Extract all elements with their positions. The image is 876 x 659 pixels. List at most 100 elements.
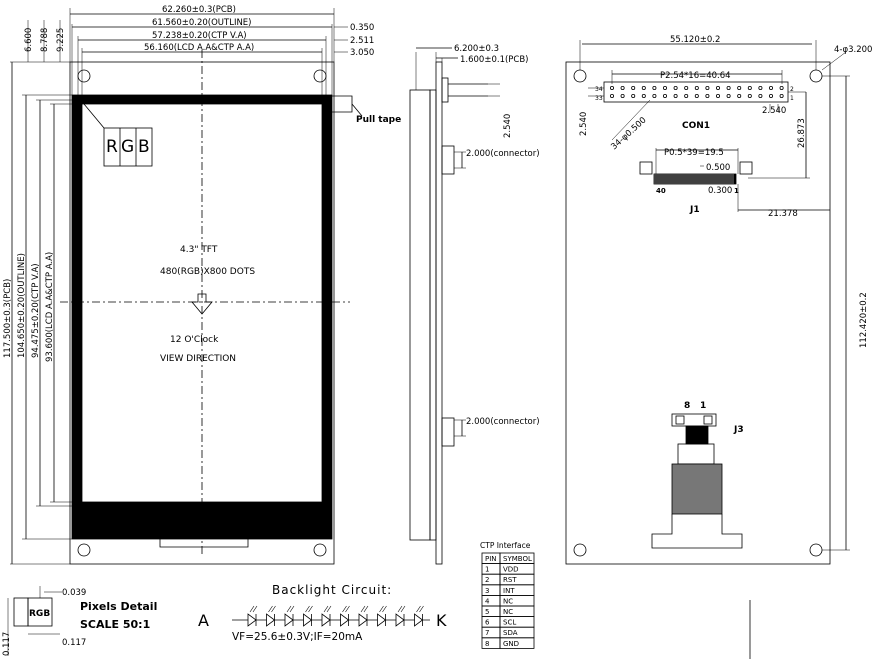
pull-tape-leader (351, 103, 363, 117)
view-direction-arrow-icon (191, 293, 213, 315)
pull-tape-label: Pull tape (356, 115, 401, 125)
back-view: 55.120±0.2 4-φ3.200 P2.54*16=40.64 34 33… (565, 35, 872, 565)
back-hole-br (809, 543, 823, 557)
con1-pins (610, 86, 784, 99)
dim-0350: 0.350 (350, 23, 374, 33)
j1-anchor-right (739, 161, 753, 175)
led-diode-icon (414, 613, 424, 627)
con1-pin (737, 94, 742, 99)
ctp-symbol: INT (503, 587, 515, 595)
view-direction-label: VIEW DIRECTION (160, 354, 236, 364)
ctp-pin: 1 (485, 566, 489, 574)
j3-pins (685, 425, 709, 445)
rgb-box (103, 127, 153, 167)
front-hole-br (313, 543, 327, 557)
dim-connector-2: 2.000(connector) (466, 417, 540, 427)
ctp-symbol: SCL (503, 619, 516, 627)
led-diode-icon (358, 613, 368, 627)
back-hole-tl (573, 69, 587, 83)
dim-pin-dia: 34-φ0.500 (609, 115, 648, 152)
j1-pins (654, 174, 734, 184)
tft-resolution: 480(RGB)X800 DOTS (160, 267, 255, 277)
con1-pin (652, 94, 657, 99)
con1-pin (631, 94, 636, 99)
pixels-detail: RGB 0.039 0.117 0.117 Pixels Detail SCAL… (2, 586, 157, 656)
dim-outline-height: 104.650±0.20(OUTLINE) (17, 253, 27, 358)
con1-pin (610, 86, 615, 91)
ctp-pin: 4 (485, 597, 490, 605)
con1-label: CON1 (682, 121, 710, 131)
dim-back-width: 55.120±0.2 (670, 35, 720, 45)
pixel-scale: SCALE 50:1 (80, 618, 150, 631)
dim-8788: 8.788 (40, 28, 50, 52)
led-emission-icon (360, 605, 369, 613)
backlight-cathode: K (436, 611, 447, 630)
j3-pin-1: 1 (700, 401, 706, 411)
j3-tab-r (703, 415, 713, 425)
pixel-dim-top: 0.039 (62, 588, 86, 598)
led-emission-icon (397, 605, 406, 613)
rgb-b: B (138, 137, 150, 157)
hole-leader (821, 51, 847, 71)
pin-dia-leader (611, 99, 651, 141)
ctp-title: CTP Interface (480, 541, 531, 550)
led-emission-icon (416, 605, 424, 613)
j1-pin-40: 40 (656, 187, 666, 195)
dim-3050: 3.050 (350, 48, 374, 58)
pixel-dim-bottom: 0.117 (62, 638, 86, 648)
dim-back-height: 112.420±0.2 (859, 292, 869, 348)
con1-pin (779, 94, 784, 99)
led-emission-icon (305, 605, 313, 613)
led-emission-icon (379, 605, 387, 613)
con1-pin (684, 94, 689, 99)
led-row (247, 605, 424, 627)
led-diode-icon (303, 613, 313, 627)
dim-ctp-width: 57.238±0.20(CTP V.A) (152, 31, 247, 41)
ctp-symbol: VDD (503, 566, 519, 574)
j1-label: J1 (689, 205, 700, 215)
led-emission-icon (286, 605, 295, 613)
dim-holes: 4-φ3.200 (834, 45, 872, 55)
con1-pin (769, 94, 774, 99)
rgb-leader (83, 103, 105, 129)
pixel-title: Pixels Detail (80, 600, 157, 613)
side-connector-1 (441, 145, 455, 175)
front-hole-bl (77, 543, 91, 557)
con1-pin (737, 86, 742, 91)
con1-pin (641, 86, 646, 91)
pull-tape-shape (332, 95, 353, 113)
side-view: 6.200±0.3 1.600±0.1(PCB) 2.540 2.000(con… (409, 44, 540, 565)
ctp-pin: 7 (485, 629, 489, 637)
led-diode-icon (340, 613, 350, 627)
dim-lcd-height: 93.600(LCD A.A&CTP A.A) (45, 252, 55, 362)
dim-outline-width: 61.560±0.20(OUTLINE) (152, 18, 252, 28)
front-bottom-tab (159, 539, 249, 548)
con1-pin (716, 94, 721, 99)
con1-pin (663, 94, 668, 99)
led-diode-icon (377, 613, 387, 627)
con1-pin (684, 86, 689, 91)
front-view: Pull tape R G B 4.3" TFT 480(RGB)X800 DO… (3, 5, 401, 565)
j3-label: J3 (733, 425, 744, 435)
ctp-symbol: NC (503, 608, 513, 616)
side-pcb (435, 61, 443, 565)
dim-26873: 26.873 (797, 118, 807, 148)
con1-pin (705, 86, 710, 91)
side-connector-2 (441, 417, 455, 447)
led-diode-icon (247, 613, 257, 627)
ctp-pin: 8 (485, 640, 489, 648)
con1-pin (779, 86, 784, 91)
back-hole-tr (809, 69, 823, 83)
backlight-spec: VF=25.6±0.3V;IF=20mA (232, 631, 363, 643)
back-pcb-outline (565, 61, 831, 565)
con1-pin (726, 86, 731, 91)
pin-label-33: 33 (595, 95, 603, 102)
con1-pin (769, 86, 774, 91)
front-hole-tr (313, 69, 327, 83)
flex-tail (651, 514, 743, 549)
dim-9225: 9.225 (56, 28, 66, 52)
dim-con1-2540-r: 2.540 (762, 106, 786, 116)
con1-pin (747, 86, 752, 91)
dim-side-2540: 2.540 (503, 114, 513, 138)
con1-pin (694, 86, 699, 91)
